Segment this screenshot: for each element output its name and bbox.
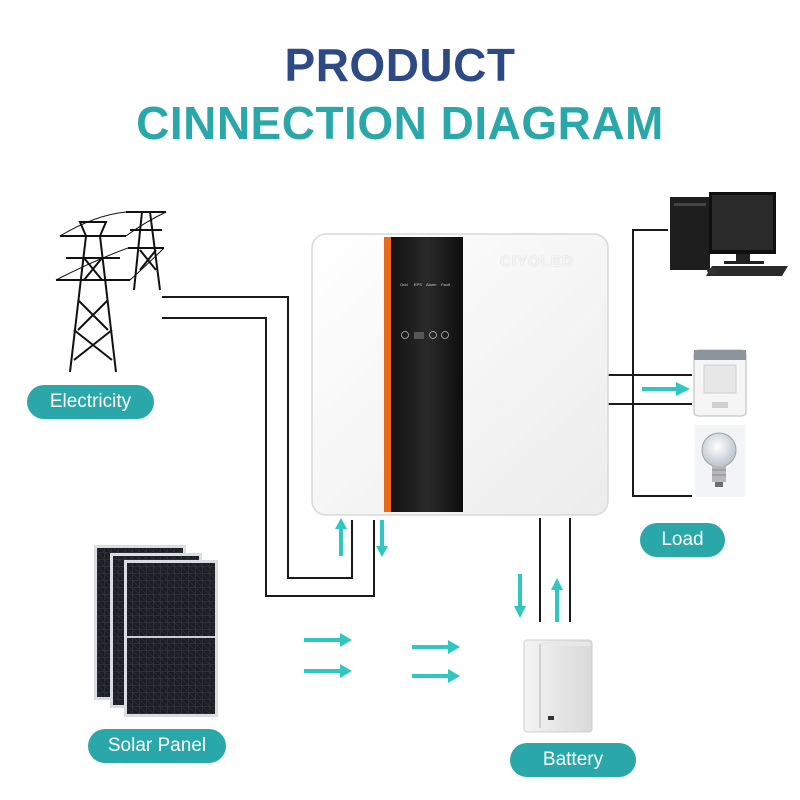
- computer-icon: [670, 192, 788, 276]
- washing-machine-icon: [693, 349, 747, 417]
- grid-wire-2: [162, 317, 375, 597]
- inverter-buttons: [401, 331, 449, 339]
- load-bus: [632, 229, 692, 497]
- light-bulb-icon: [695, 425, 745, 497]
- wiring: [162, 229, 692, 622]
- inverter-black-panel: [391, 237, 463, 512]
- battery-label: Battery: [510, 743, 636, 777]
- grid-wire-1: [162, 296, 353, 579]
- title-line-2: CINNECTION DIAGRAM: [136, 97, 664, 149]
- solar-panel-icon: [94, 545, 218, 717]
- electricity-label: Electricity: [27, 385, 154, 419]
- title-line-1: PRODUCT: [284, 39, 516, 91]
- arrow-down-battery: [514, 574, 526, 618]
- lcd-screen: [414, 332, 424, 339]
- inverter-brand: CIYOLED: [500, 253, 574, 270]
- arrow-to-load: [642, 382, 690, 396]
- load-label: Load: [640, 523, 725, 557]
- inverter-orange-stripe: [384, 237, 391, 512]
- indicator-eps: EPS: [414, 282, 423, 287]
- arrow-up-grid: [335, 518, 347, 556]
- indicator-alarm: Alarm: [426, 282, 437, 287]
- solar-panel-front: [124, 560, 218, 717]
- power-tower-icon: [55, 211, 167, 373]
- arrow-down-grid: [376, 520, 388, 557]
- arrow-solar-2: [304, 664, 352, 678]
- arrow-solar-4: [412, 669, 460, 683]
- battery-icon: [523, 639, 593, 733]
- indicator-fault: Fault: [441, 282, 450, 287]
- arrow-solar-3: [412, 640, 460, 654]
- flow-arrows: [304, 382, 690, 683]
- solar-panel-label: Solar Panel: [88, 729, 226, 763]
- inverter: [311, 233, 609, 516]
- arrow-up-battery: [551, 578, 563, 622]
- arrow-solar-1: [304, 633, 352, 647]
- indicator-grid: Grid: [400, 282, 408, 287]
